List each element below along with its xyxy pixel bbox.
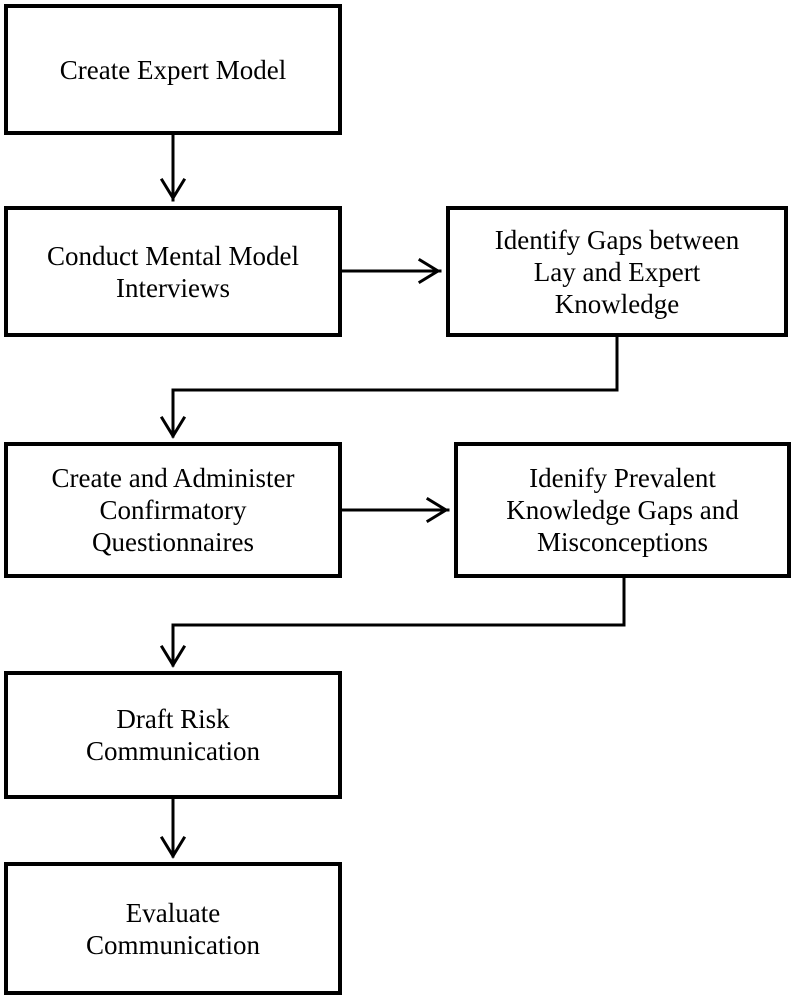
step-create-questionnaires: Create and Administer Confirmatory Quest… [4, 442, 342, 578]
step-identify-gaps: Identify Gaps between Lay and Expert Kno… [446, 206, 788, 337]
step-label: Evaluate Communication [86, 897, 260, 960]
step-label: Draft Risk Communication [86, 704, 260, 766]
step-identify-prevalent-gaps: Idenify Prevalent Knowledge Gaps and Mis… [454, 442, 791, 578]
arrow-create-questionnaires-to-identify-prevalent-gaps [340, 496, 450, 524]
arrow-identify-gaps-to-create-questionnaires [159, 335, 619, 439]
arrow-identify-prevalent-gaps-to-draft-risk-communication [159, 576, 626, 668]
step-label: Identify Gaps between Lay and Expert Kno… [494, 224, 740, 319]
step-evaluate-communication: Evaluate Communication [4, 862, 342, 995]
step-label: Create Expert Model [59, 54, 287, 85]
step-label: Idenify Prevalent Knowledge Gaps and Mis… [506, 463, 739, 557]
step-create-expert-model: Create Expert Model [4, 4, 342, 135]
arrow-conduct-interviews-to-identify-gaps [340, 257, 442, 285]
step-conduct-interviews: Conduct Mental Model Interviews [4, 206, 342, 337]
arrow-draft-risk-communication-to-evaluate-communication [159, 797, 187, 859]
step-label: Create and Administer Confirmatory Quest… [51, 463, 295, 557]
step-label: Conduct Mental Model Interviews [47, 240, 299, 303]
step-draft-risk-communication: Draft Risk Communication [4, 671, 342, 799]
arrow-create-expert-model-to-conduct-interviews [159, 133, 187, 202]
